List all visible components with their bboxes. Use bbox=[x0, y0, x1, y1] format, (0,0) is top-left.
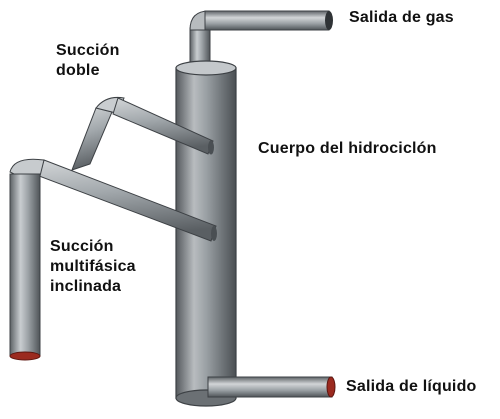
gas-outlet-opening bbox=[325, 11, 333, 30]
liquid-outlet-opening bbox=[326, 376, 336, 398]
liquid-outlet-pipe bbox=[207, 376, 336, 398]
multiphase-inlet-opening bbox=[9, 351, 41, 361]
multiphase-label-line2: multifásica bbox=[50, 258, 136, 275]
gas-outlet-pipe bbox=[189, 10, 333, 71]
multiphase-inlet-pipe bbox=[9, 158, 217, 361]
hydrocyclone-body-label: Cuerpo del hidrociclón bbox=[258, 140, 437, 157]
gas-outlet-label: Salida de gas bbox=[349, 9, 454, 26]
double-suction-label: Succión doble bbox=[56, 41, 120, 81]
double-suction-label-line2: doble bbox=[56, 62, 100, 79]
multiphase-label-line3: inclinada bbox=[50, 278, 122, 295]
liquid-outlet-label: Salida de líquido bbox=[346, 378, 477, 395]
double-suction-branch bbox=[71, 97, 214, 171]
multiphase-suction-label: Succión multifásica inclinada bbox=[50, 237, 136, 297]
multiphase-label-line1: Succión bbox=[50, 238, 114, 255]
double-suction-label-line1: Succión bbox=[56, 42, 120, 59]
